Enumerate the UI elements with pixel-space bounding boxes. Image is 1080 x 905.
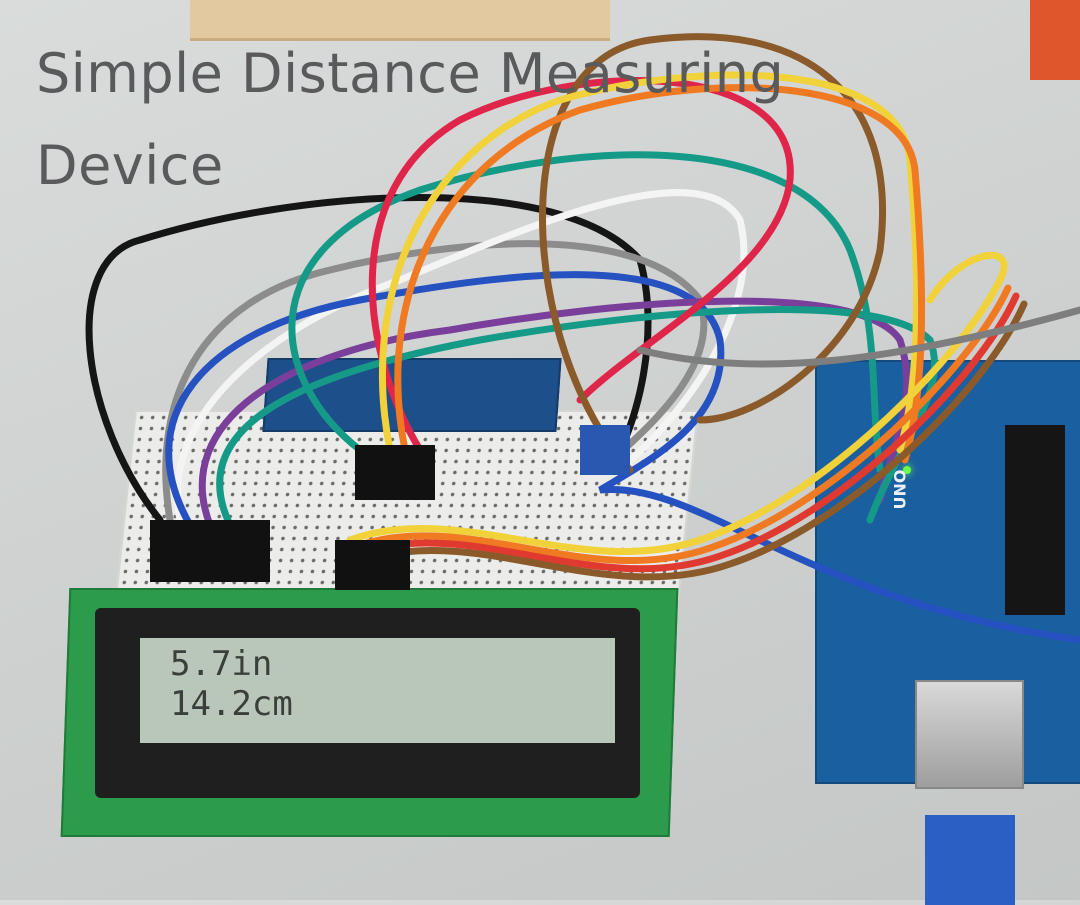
- wooden-block: [190, 0, 610, 41]
- wire-black: [85, 194, 652, 524]
- ribbon-orange: [356, 284, 1012, 564]
- usb-port: [915, 680, 1024, 789]
- wire-gray-2: [636, 306, 1080, 368]
- wire-gray: [162, 240, 708, 524]
- wire-orange: [394, 84, 926, 464]
- wire-green-2: [288, 151, 884, 474]
- potentiometer: [580, 425, 630, 475]
- title-line-1: Simple Distance Measuring: [36, 42, 785, 105]
- header-pins-sensor: [355, 445, 435, 500]
- lcd-line-1: 5.7in: [170, 644, 273, 684]
- wire-white: [174, 189, 748, 524]
- lcd-screen: 5.7in 14.2cm: [140, 638, 615, 743]
- microcontroller-chip: [1005, 425, 1065, 615]
- title-overlay: Simple Distance Measuring Device: [36, 42, 936, 198]
- ribbon-yellow: [346, 251, 1008, 556]
- wire-brown: [539, 33, 887, 474]
- ribbon-red: [366, 292, 1020, 573]
- ribbon-brown: [376, 300, 1028, 581]
- lcd-line-2: 14.2cm: [170, 684, 293, 724]
- title-line-2: Device: [36, 134, 224, 197]
- header-pins-center: [335, 540, 410, 590]
- wire-yellow: [379, 71, 921, 454]
- wire-purple: [198, 297, 911, 529]
- wire-blue: [165, 271, 1080, 644]
- header-pins-left: [150, 520, 270, 582]
- usb-cable: [925, 815, 1015, 905]
- power-led: [903, 466, 911, 474]
- orange-object: [1030, 0, 1080, 80]
